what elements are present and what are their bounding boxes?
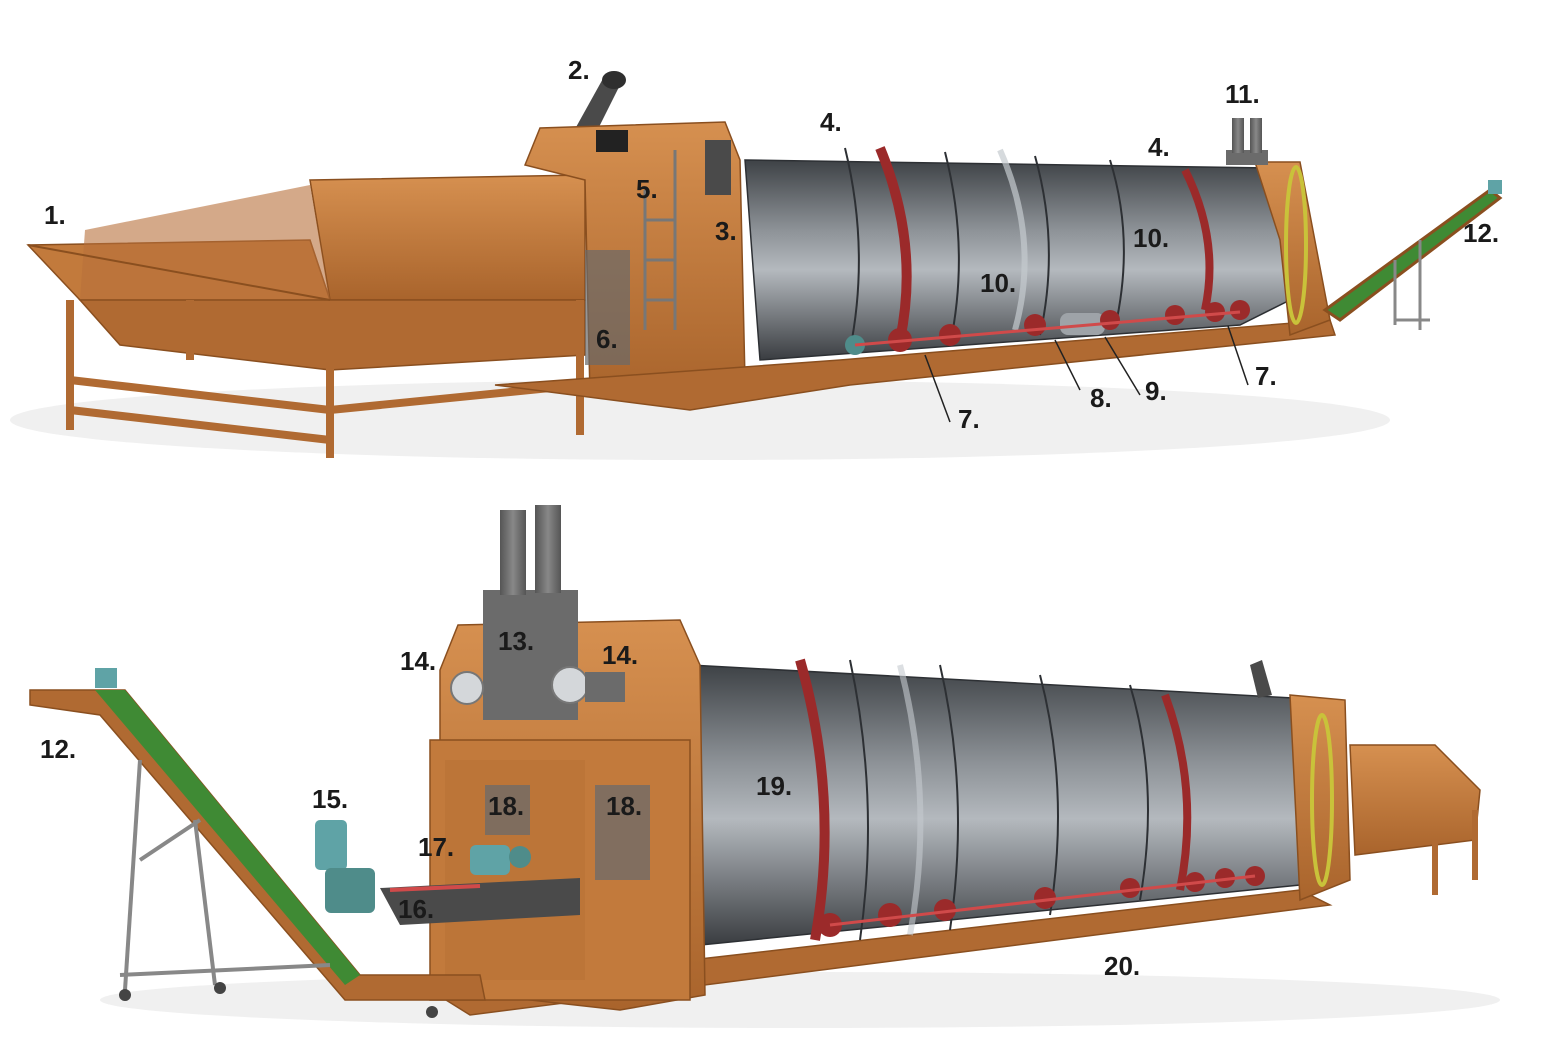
label-11: 11. xyxy=(1225,79,1260,109)
top-base-frame xyxy=(494,319,1337,411)
label-10b: 10. xyxy=(1133,223,1169,253)
label-1: 1. xyxy=(44,200,66,230)
label-9: 9. xyxy=(1145,376,1167,406)
bottom-labels: 12. 13. 14. 14. 15. 16. 17. 18. 18. 19. … xyxy=(40,626,1140,981)
top-red-tyre-left xyxy=(875,146,912,342)
bottom-ground-shadow xyxy=(100,972,1500,1028)
label-17: 17. xyxy=(418,832,454,862)
label-7b: 7. xyxy=(1255,361,1277,391)
label-3: 3. xyxy=(715,216,737,246)
label-20: 20. xyxy=(1104,951,1140,981)
label-18b: 18. xyxy=(606,791,642,821)
label-8: 8. xyxy=(1090,383,1112,413)
bottom-rotary-drum xyxy=(689,658,1341,946)
top-rotary-drum xyxy=(744,146,1301,361)
label-16: 16. xyxy=(398,894,434,924)
top-labels: 1. 2. 3. 4. 4. 5. 6. 7. 7. 8. 9. 10. 10.… xyxy=(44,55,1499,434)
top-receiving-hopper xyxy=(26,174,586,458)
top-outfeed-conveyor xyxy=(1322,180,1503,330)
label-13: 13. xyxy=(498,626,534,656)
top-red-tyre-right xyxy=(1181,168,1214,311)
label-14a: 14. xyxy=(400,646,436,676)
bottom-drive-rollers xyxy=(818,866,1265,937)
bottom-red-tyre-right xyxy=(1161,693,1192,891)
label-18a: 18. xyxy=(488,791,524,821)
label-14b: 14. xyxy=(602,640,638,670)
label-4b: 4. xyxy=(1148,132,1170,162)
top-exhaust-stacks xyxy=(1226,118,1268,165)
top-drive-rollers xyxy=(845,300,1250,355)
bottom-fan-motors xyxy=(450,666,625,705)
label-10a: 10. xyxy=(980,268,1016,298)
label-5: 5. xyxy=(636,174,658,204)
top-ground-shadow xyxy=(10,380,1390,460)
bottom-inlet-hopper xyxy=(1349,744,1481,895)
label-2: 2. xyxy=(568,55,590,85)
top-discharge-housing xyxy=(1253,161,1331,337)
label-12-top: 12. xyxy=(1463,218,1499,248)
label-12-bottom: 12. xyxy=(40,734,76,764)
top-dryer-view xyxy=(10,71,1503,460)
label-19: 19. xyxy=(756,771,792,801)
label-7a: 7. xyxy=(958,404,980,434)
bottom-dryer-view xyxy=(29,505,1500,1028)
bottom-red-tyre-left xyxy=(795,658,830,941)
label-4a: 4. xyxy=(820,107,842,137)
label-6: 6. xyxy=(596,324,618,354)
bottom-inlet-housing xyxy=(1250,660,1351,902)
top-furnace-housing xyxy=(523,121,746,396)
label-15: 15. xyxy=(312,784,348,814)
leader-lines xyxy=(924,325,1249,423)
bottom-incline-conveyor xyxy=(29,668,486,1018)
bottom-discharge-screw xyxy=(380,845,580,925)
